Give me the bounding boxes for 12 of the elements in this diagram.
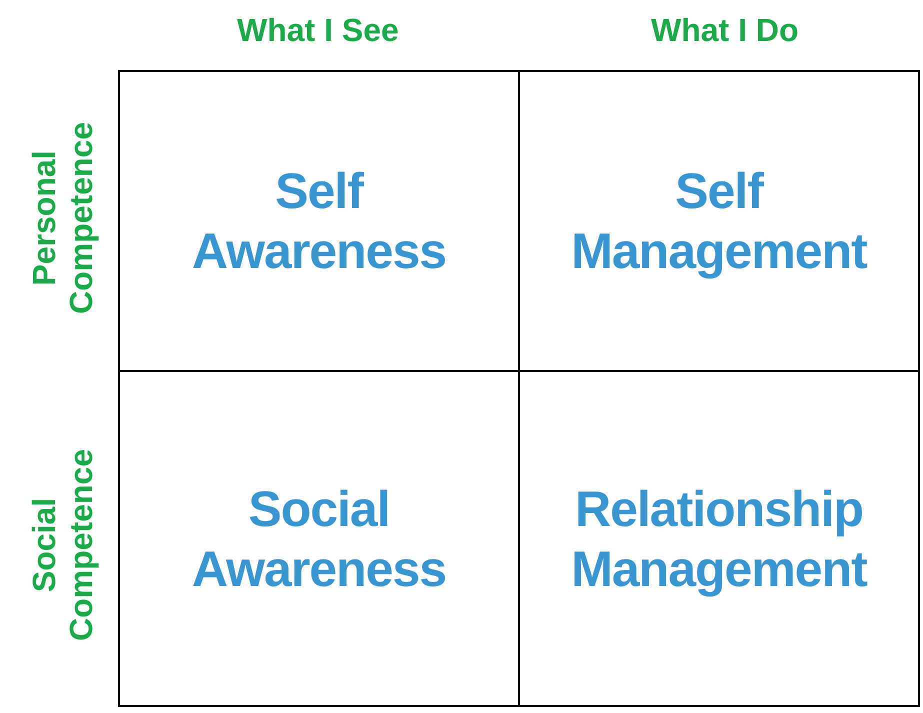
column-header: What I See (237, 12, 399, 48)
row-header: Personal Competence (26, 120, 100, 316)
quadrant-title: Relationship Management (570, 480, 868, 598)
column-header: What I Do (651, 12, 799, 48)
row-header: Social Competence (26, 448, 100, 644)
quadrant-box (118, 70, 520, 372)
quadrant-title: Self Management (570, 162, 868, 281)
quadrant-title: Self Awareness (190, 162, 448, 281)
quadrant-box (118, 370, 520, 707)
quadrant-title: Social Awareness (190, 480, 448, 598)
quadrant-box (518, 70, 920, 372)
quadrant-box (518, 370, 920, 707)
